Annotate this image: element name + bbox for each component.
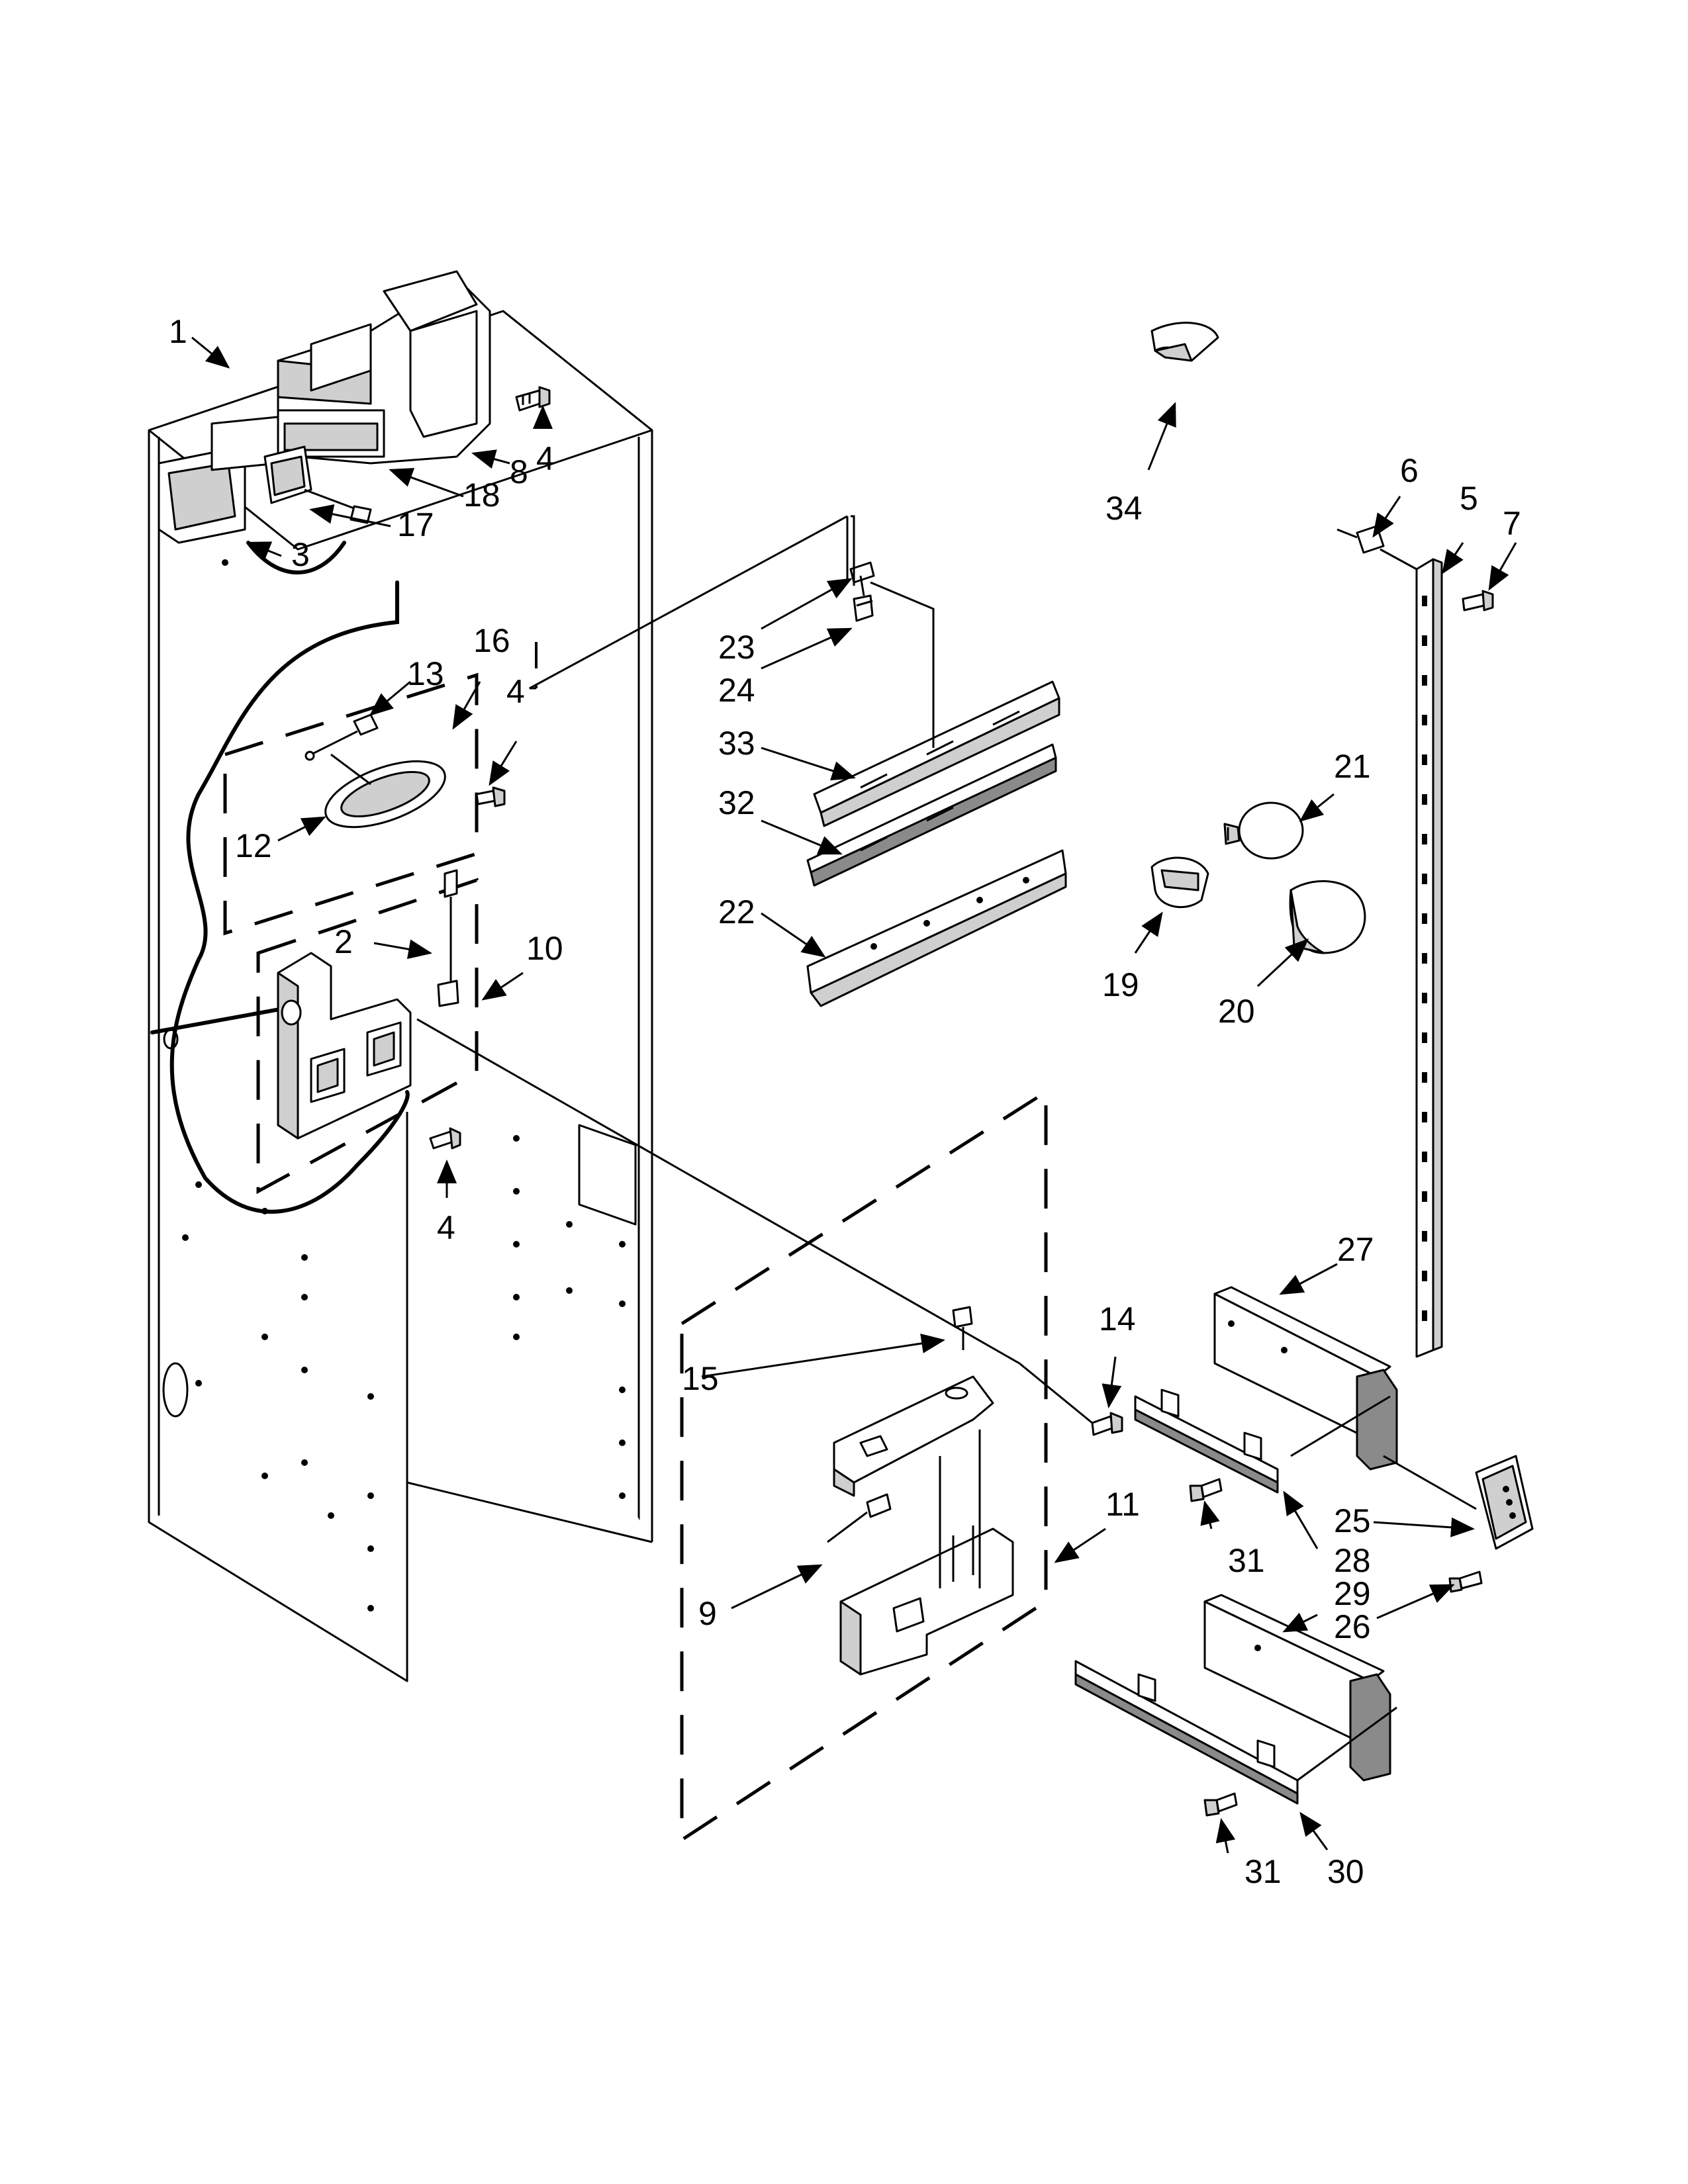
callout-4a: 4 xyxy=(536,440,555,477)
control-panel-25 xyxy=(1475,1455,1534,1550)
vertical-rail-5 xyxy=(1415,558,1443,1358)
light-socket-19 xyxy=(1150,856,1209,909)
callout-29: 29 xyxy=(1334,1575,1371,1612)
screw-mid xyxy=(475,786,506,807)
callout-arrows xyxy=(191,336,1517,1854)
callout-24: 24 xyxy=(718,672,755,709)
slide-rail-30 xyxy=(1074,1660,1299,1805)
screw-26 xyxy=(1448,1570,1483,1593)
callout-18: 18 xyxy=(463,477,500,514)
callout-25: 25 xyxy=(1334,1502,1371,1539)
crisper-cover-27 xyxy=(1213,1286,1398,1471)
light-cover-20 xyxy=(1289,880,1366,954)
callout-28: 28 xyxy=(1334,1542,1371,1579)
callout-14: 14 xyxy=(1099,1300,1136,1338)
callout-33: 33 xyxy=(718,725,755,762)
callout-32: 32 xyxy=(718,784,755,821)
filter-housing-bracket xyxy=(833,1375,994,1497)
callout-16: 16 xyxy=(473,622,510,659)
callout-34: 34 xyxy=(1105,490,1143,527)
callout-22: 22 xyxy=(718,893,755,931)
callout-3: 3 xyxy=(291,536,310,573)
callout-21: 21 xyxy=(1334,748,1371,785)
control-housing xyxy=(277,952,412,1140)
connector-9 xyxy=(827,1493,892,1543)
shelf-bracket-22 xyxy=(806,849,1067,1007)
callout-23: 23 xyxy=(718,629,755,666)
callout-6: 6 xyxy=(1400,452,1419,489)
screw-7 xyxy=(1462,590,1494,612)
dashed-group-9-11-15 xyxy=(680,1089,1048,1843)
callout-27: 27 xyxy=(1337,1231,1374,1268)
dashed-group-12-13 xyxy=(223,672,479,936)
callout-12: 12 xyxy=(235,827,272,864)
screw-14 xyxy=(1091,1412,1123,1436)
crisper-cover-29 xyxy=(1203,1594,1391,1782)
callout-10: 10 xyxy=(526,930,563,967)
callout-13: 13 xyxy=(407,655,444,692)
liner-holes xyxy=(182,559,626,1612)
callout-7: 7 xyxy=(1503,505,1521,542)
leader-lines xyxy=(416,515,1093,1424)
screw-24 xyxy=(853,594,874,622)
callout-30: 30 xyxy=(1327,1853,1364,1890)
slide-rail-28 xyxy=(1134,1388,1279,1494)
callout-4c: 4 xyxy=(437,1209,455,1246)
callout-8: 8 xyxy=(510,453,528,490)
shelf-rail-32 xyxy=(806,743,1057,887)
screw-15 xyxy=(952,1306,973,1350)
light-bulb-21 xyxy=(1223,801,1304,860)
led-board-12 xyxy=(324,753,446,829)
callout-11: 11 xyxy=(1105,1486,1140,1523)
screw-31-upper xyxy=(1189,1478,1223,1502)
shelf-rail-33 xyxy=(813,680,1060,827)
callout-20: 20 xyxy=(1218,993,1255,1030)
connector-2 xyxy=(437,869,459,1007)
callout-31a: 31 xyxy=(1228,1542,1265,1579)
screw-lower xyxy=(429,1127,461,1150)
screw-31-lower xyxy=(1203,1792,1238,1817)
callout-5: 5 xyxy=(1460,480,1478,517)
connector-13 xyxy=(305,713,379,761)
damper-housing xyxy=(158,416,312,544)
callout-26: 26 xyxy=(1334,1608,1371,1645)
clip-23 xyxy=(849,561,875,596)
callout-9: 9 xyxy=(698,1595,717,1632)
air-duct-assembly xyxy=(277,270,491,465)
callout-19: 19 xyxy=(1102,966,1139,1003)
callout-31b: 31 xyxy=(1244,1853,1282,1890)
callout-17: 17 xyxy=(397,506,434,543)
dashed-group-2-10 xyxy=(256,878,479,1195)
callout-2: 2 xyxy=(334,923,353,960)
filter-housing-9 xyxy=(839,1525,1014,1676)
callout-labels: 1 2 3 4 4 4 5 6 7 8 9 10 11 12 13 14 15 … xyxy=(169,313,1521,1890)
callout-15: 15 xyxy=(682,1360,719,1397)
light-shield-34 xyxy=(1150,322,1219,362)
rail-slots xyxy=(1422,596,1427,1321)
callout-4b: 4 xyxy=(506,673,525,710)
callout-1: 1 xyxy=(169,313,187,350)
